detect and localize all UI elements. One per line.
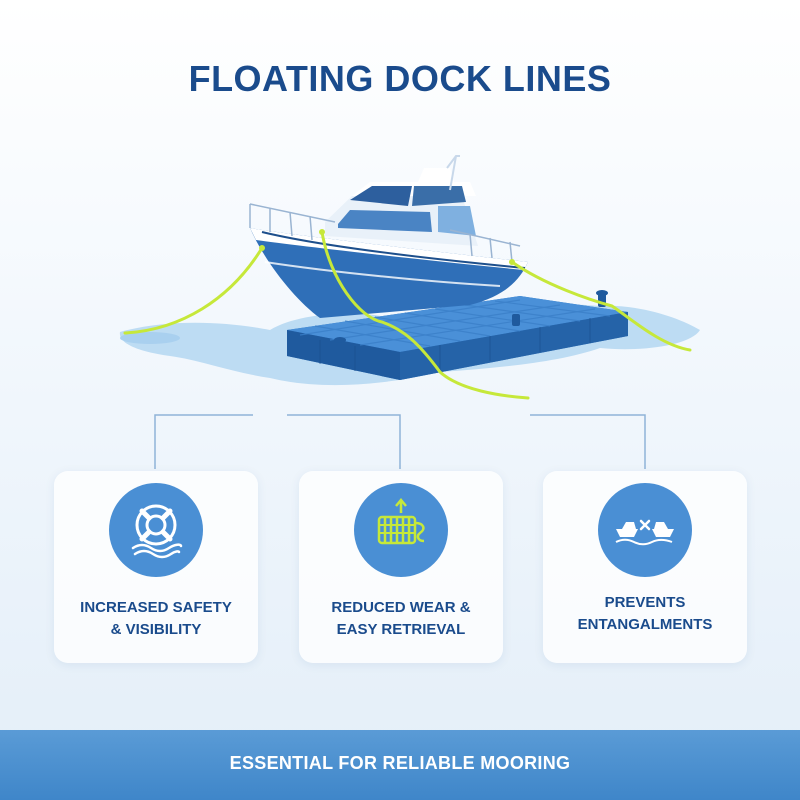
- life-ring-icon-badge: [109, 483, 203, 577]
- rope-reel-icon: [377, 498, 425, 545]
- no-tangle-boats-icon-badge: [598, 483, 692, 577]
- feature-label-wear: REDUCED WEAR & EASY RETRIEVAL: [331, 599, 471, 638]
- feature-label-safety: INCREASED SAFETY & VISIBILITY: [80, 599, 232, 638]
- water-puddle: [120, 332, 180, 344]
- dock-lines: [123, 230, 692, 400]
- footer-banner: ESSENTIAL FOR RELIABLE MOORING: [0, 730, 800, 800]
- feature-card-wear: REDUCED WEAR & EASY RETRIEVAL: [299, 471, 503, 663]
- footer-tagline: ESSENTIAL FOR RELIABLE MOORING: [229, 753, 571, 773]
- rope-reel-icon-badge: [354, 483, 448, 577]
- boat: [249, 155, 528, 318]
- feature-card-entanglement: PREVENTS ENTANGALMENTS: [543, 471, 747, 663]
- connector-right: [530, 414, 646, 469]
- feature-label-entanglement: PREVENTS ENTANGALMENTS: [577, 594, 713, 633]
- feature-card-safety: INCREASED SAFETY & VISIBILITY: [54, 471, 258, 663]
- connector-left: [154, 414, 253, 469]
- life-ring-icon: [131, 504, 183, 559]
- page-title: FLOATING DOCK LINES: [188, 58, 612, 99]
- line-chocks: [259, 229, 515, 265]
- no-tangle-boats-icon: [615, 519, 674, 546]
- connector-center: [287, 414, 401, 469]
